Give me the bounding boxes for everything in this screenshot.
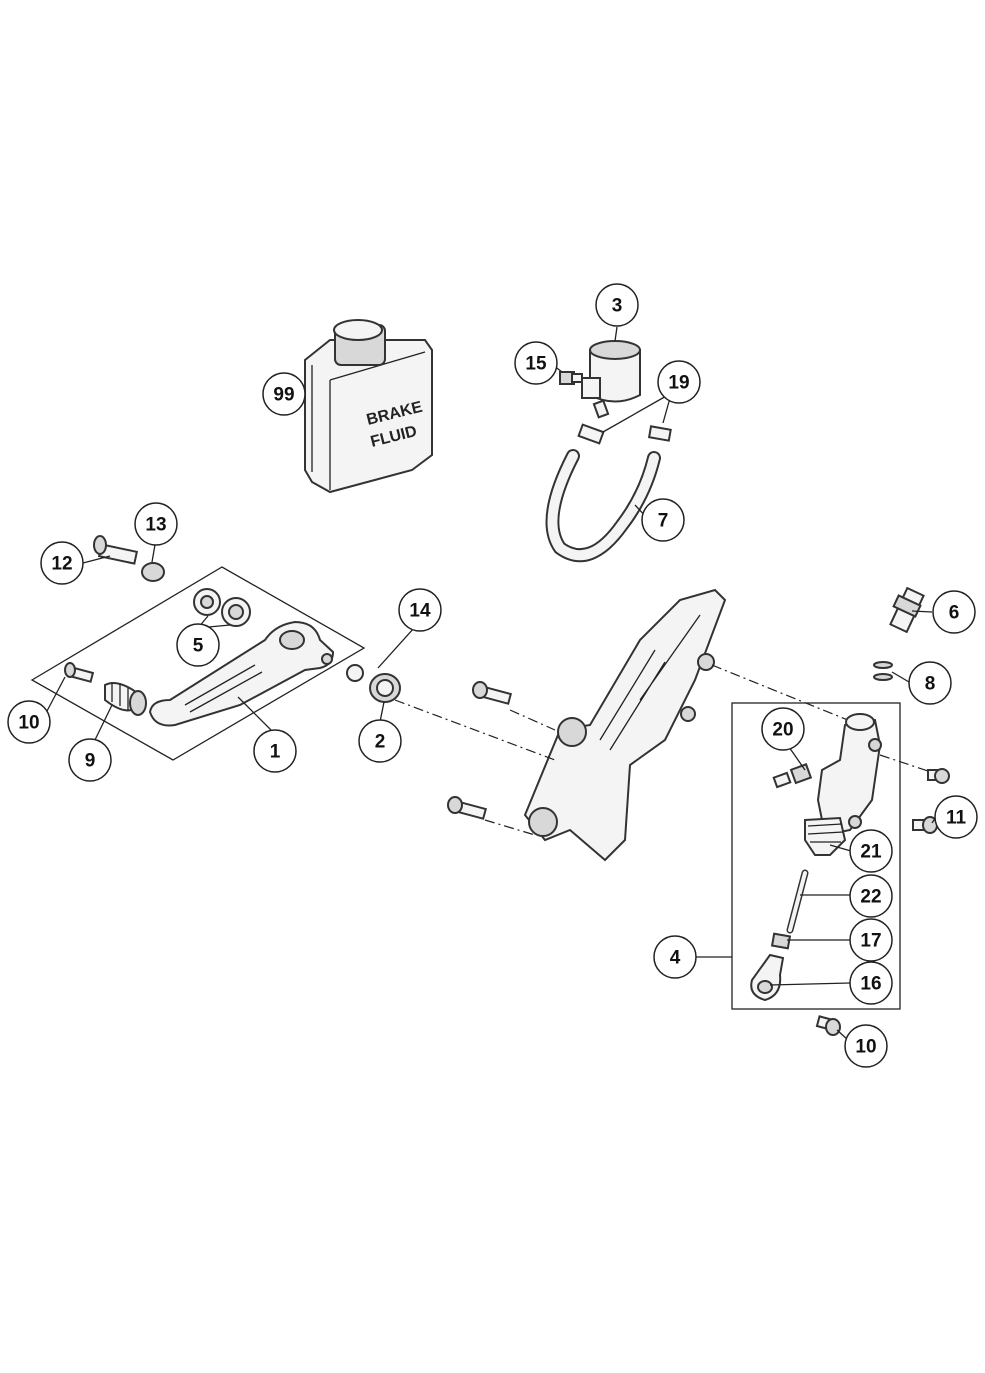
callout-2-label: 2 <box>375 732 386 753</box>
pedal-rubber <box>104 682 147 716</box>
alignment-line-2 <box>509 709 556 731</box>
callout-9-label: 9 <box>85 751 96 772</box>
callout-17-label: 17 <box>860 931 881 952</box>
callout-15-label: 15 <box>525 354 547 375</box>
callout-16-label: 16 <box>860 974 881 995</box>
pivot-bolt <box>93 535 165 582</box>
callout-10-left-label: 10 <box>18 713 39 734</box>
clevis <box>750 953 785 1002</box>
callout-20: 20 <box>761 707 805 751</box>
lock-nut <box>770 932 792 950</box>
callout-99: 99 <box>262 372 306 416</box>
callout-4: 4 <box>653 935 697 979</box>
callout-9: 9 <box>68 738 112 782</box>
callout-3-label: 3 <box>612 296 623 317</box>
callout-16: 16 <box>849 961 893 1005</box>
callout-8: 8 <box>908 661 952 705</box>
master-cylinder <box>816 713 882 837</box>
callout-5: 5 <box>176 623 220 667</box>
brake-reservoir <box>581 340 641 419</box>
callout-10-left: 10 <box>7 700 51 744</box>
callout-14-label: 14 <box>409 601 431 622</box>
reservoir-screw <box>559 371 583 385</box>
callout-11: 11 <box>934 795 978 839</box>
o-rings <box>873 661 893 681</box>
callout-10-bottom: 10 <box>844 1024 888 1068</box>
callout-99-label: 99 <box>273 385 294 406</box>
callout-12: 12 <box>40 541 84 585</box>
leader-lines <box>46 326 937 1041</box>
callout-22: 22 <box>849 874 893 918</box>
callout-5-label: 5 <box>193 636 204 657</box>
callout-2: 2 <box>358 719 402 763</box>
alignment-line-4 <box>711 664 861 726</box>
brake-hose <box>545 423 672 563</box>
callout-1: 1 <box>253 729 297 773</box>
callout-21: 21 <box>849 829 893 873</box>
callout-3: 3 <box>595 283 639 327</box>
callout-4-label: 4 <box>670 948 681 969</box>
callout-13: 13 <box>134 502 178 546</box>
bracket-bolts <box>447 681 513 820</box>
push-rod <box>786 869 809 934</box>
clevis-bolt <box>815 1015 841 1036</box>
banjo-fitting <box>889 586 925 634</box>
callout-15: 15 <box>514 341 558 385</box>
callout-20-label: 20 <box>772 720 793 741</box>
callout-7: 7 <box>641 498 685 542</box>
return-spring <box>346 664 401 703</box>
bleed-fitting <box>772 763 813 789</box>
master-cylinder-frame <box>731 702 901 1010</box>
brake-pedal <box>148 620 335 727</box>
callout-6-label: 6 <box>949 603 960 624</box>
dust-boot <box>804 816 847 856</box>
callout-22-label: 22 <box>860 887 881 908</box>
callout-14: 14 <box>398 588 442 632</box>
callout-8-label: 8 <box>925 674 936 695</box>
pedal-bearings <box>193 588 251 627</box>
callout-7-label: 7 <box>658 511 669 532</box>
callout-13-label: 13 <box>145 515 166 536</box>
callout-21-label: 21 <box>860 842 882 863</box>
alignment-line-1 <box>394 699 556 761</box>
callout-1-label: 1 <box>270 742 281 763</box>
brake-fluid-can: BRAKE FLUID <box>304 319 433 494</box>
footrest-bracket <box>523 588 727 862</box>
pedal-bolt-left <box>64 662 95 683</box>
callout-19: 19 <box>657 360 701 404</box>
callout-19-label: 19 <box>668 373 689 394</box>
callout-12-label: 12 <box>51 554 72 575</box>
callout-11-label: 11 <box>946 808 967 829</box>
alignment-line-3 <box>484 819 536 836</box>
pedal-group-frame <box>30 566 366 761</box>
callout-17: 17 <box>849 918 893 962</box>
callout-10-bottom-label: 10 <box>855 1037 876 1058</box>
callout-6: 6 <box>932 590 976 634</box>
